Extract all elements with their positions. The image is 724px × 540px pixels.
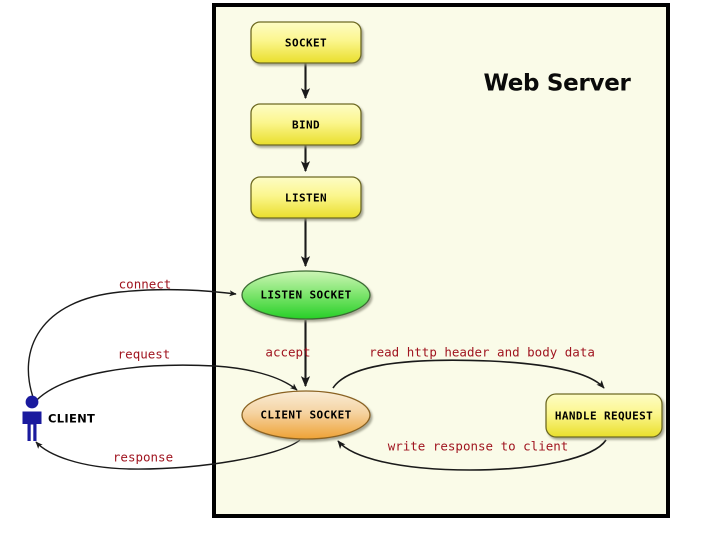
node-socket[interactable]: SOCKET — [250, 21, 362, 64]
client-actor-label: CLIENT — [48, 412, 95, 426]
edge-read-http — [332, 359, 605, 389]
node-bind-shape — [250, 103, 362, 146]
node-client-socket[interactable]: CLIENT SOCKET — [241, 390, 371, 440]
edge-label-connect: connect — [119, 277, 172, 292]
node-bind-label: BIND — [292, 119, 320, 132]
edge-label-write-response: write response to client — [388, 439, 569, 454]
node-listen-socket-shape — [241, 270, 371, 320]
node-listen[interactable]: LISTEN — [250, 176, 362, 219]
node-listen-socket-label: LISTEN SOCKET — [260, 289, 351, 302]
edge-connect — [27, 288, 237, 401]
node-handle-request-shape — [545, 393, 663, 438]
node-listen-socket[interactable]: LISTEN SOCKET — [241, 270, 371, 320]
page-title: Web Server — [483, 71, 631, 97]
edge-label-response: response — [113, 450, 173, 465]
edge-write-response — [337, 439, 607, 471]
node-listen-label: LISTEN — [285, 192, 327, 205]
node-handle-request[interactable]: HANDLE REQUEST — [545, 393, 663, 438]
node-client-socket-shape — [241, 390, 371, 440]
person-icon — [22, 395, 42, 441]
client-actor[interactable]: CLIENT — [22, 395, 96, 441]
edge-request — [32, 364, 298, 405]
node-bind[interactable]: BIND — [250, 103, 362, 146]
node-socket-label: SOCKET — [285, 37, 327, 50]
edge-label-read-http: read http header and body data — [369, 345, 595, 360]
edge-response — [35, 439, 301, 470]
node-handle-request-label: HANDLE REQUEST — [555, 410, 653, 423]
edge-label-accept: accept — [265, 345, 310, 360]
node-client-socket-label: CLIENT SOCKET — [260, 409, 351, 422]
node-listen-shape — [250, 176, 362, 219]
edge-label-request: request — [118, 347, 171, 362]
node-socket-shape — [250, 21, 362, 64]
